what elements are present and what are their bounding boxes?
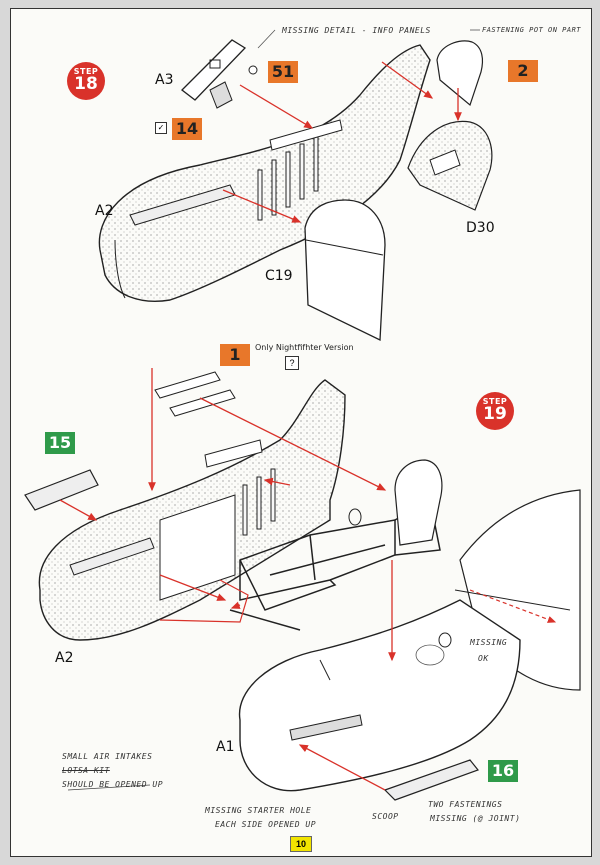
note-scoop: SCOOP <box>372 812 399 821</box>
note-missing-starter: MISSING STARTER HOLE <box>205 806 312 815</box>
panel-a3 <box>181 39 247 101</box>
check-icon: ✓ <box>155 122 167 134</box>
step-19-word: STEP <box>482 397 508 406</box>
note-should-be: SHOULD BE OPENED UP <box>62 780 164 789</box>
part-14: 14 <box>172 118 202 140</box>
fuselage-a2-top <box>98 44 431 302</box>
headrest-part-2 <box>436 40 484 107</box>
frame-bars-bottom <box>242 468 276 536</box>
fuselage-a1 <box>238 599 521 792</box>
note-missing-joint: MISSING (@ JOINT) <box>430 814 521 823</box>
panel-part-15 <box>24 469 99 511</box>
step-18-badge: STEP 18 <box>67 62 105 100</box>
label-d30: D30 <box>466 220 495 236</box>
frame-bars-top <box>257 135 319 221</box>
note-small-air: SMALL AIR INTAKES <box>62 752 153 761</box>
part-2: 2 <box>508 60 538 82</box>
arrows-step18 <box>222 61 462 223</box>
question-mark-icon: ? <box>285 356 299 370</box>
step-18-number: 18 <box>74 74 98 94</box>
note-missing-right: MISSING <box>470 638 508 647</box>
step-19-badge: STEP 19 <box>476 392 514 430</box>
note-each-side: EACH SIDE OPENED UP <box>215 820 317 829</box>
part-51: 51 <box>268 61 298 83</box>
label-a1: A1 <box>216 739 235 755</box>
note-fastening: FASTENING POT ON PART <box>482 26 582 34</box>
label-c19: C19 <box>265 268 293 284</box>
arrows-step19 <box>59 368 396 791</box>
page-number: 10 <box>290 836 312 852</box>
part-15: 15 <box>45 432 75 454</box>
scoop-part-16 <box>383 759 479 801</box>
label-a3: A3 <box>155 72 174 88</box>
label-a2-bottom: A2 <box>55 650 74 666</box>
label-a2-top: A2 <box>95 203 114 219</box>
note-struck: LOTSA KIT <box>62 766 110 775</box>
tubular-frame <box>229 498 441 631</box>
part-1: 1 <box>220 344 250 366</box>
strips-part-1 <box>154 371 236 417</box>
variant-note: Only Nightfifhter Version <box>255 343 354 352</box>
note-missing-detail: MISSING DETAIL - INFO PANELS <box>282 26 431 35</box>
bulkhead-c19 <box>304 199 386 342</box>
note-two-fastenings: TWO FASTENINGS <box>428 800 503 809</box>
pilot-seat <box>394 459 443 546</box>
step-18-word: STEP <box>73 67 99 76</box>
note-ok: OK <box>478 654 489 663</box>
step-19-number: 19 <box>483 404 507 424</box>
part-16: 16 <box>488 760 518 782</box>
